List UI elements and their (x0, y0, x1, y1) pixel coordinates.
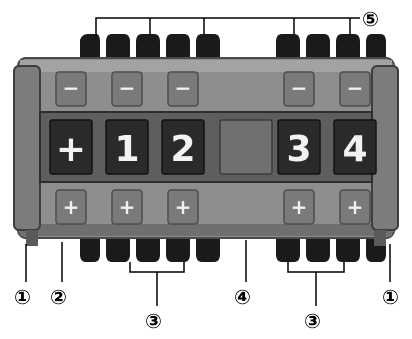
leader-line-5 (96, 18, 360, 36)
plus-button-label: + (119, 195, 136, 219)
digit-wheel-value: 4 (342, 129, 367, 170)
end-cap-left-pin (26, 230, 38, 246)
minus-button-label: − (175, 76, 192, 100)
callout-end-cap-right: ① (382, 285, 399, 309)
minus-button-label: − (291, 76, 308, 100)
plus-button-label: + (347, 195, 364, 219)
callout-minus-buttons: ⑤ (362, 7, 379, 31)
minus-button-label: − (119, 76, 136, 100)
leader-line-3-right (288, 262, 344, 306)
plus-button-label: + (291, 195, 308, 219)
callout-end-cap-left: ① (14, 285, 31, 309)
callout-digit-group-left: ③ (145, 309, 162, 333)
digit-wheel-value: + (56, 129, 86, 170)
housing-top-shade (20, 60, 392, 72)
callout-digit-group-right: ③ (304, 309, 321, 333)
blank-spacer-window (220, 120, 272, 174)
callout-blank-spacer: ④ (234, 285, 251, 309)
leader-line-3-left (130, 262, 184, 306)
end-cap-left (14, 66, 40, 230)
plus-button-label: + (175, 195, 192, 219)
plus-button-label: + (63, 195, 80, 219)
end-cap-right-pin (374, 230, 386, 246)
callout-sign-wheel: ② (50, 285, 67, 309)
digit-wheel-value: 2 (170, 129, 195, 170)
digit-wheel-value: 1 (114, 129, 139, 170)
minus-button-label: − (63, 76, 80, 100)
digit-wheel-value: 3 (286, 129, 311, 170)
minus-button-label: − (347, 76, 364, 100)
housing-bottom-shade (20, 224, 392, 236)
